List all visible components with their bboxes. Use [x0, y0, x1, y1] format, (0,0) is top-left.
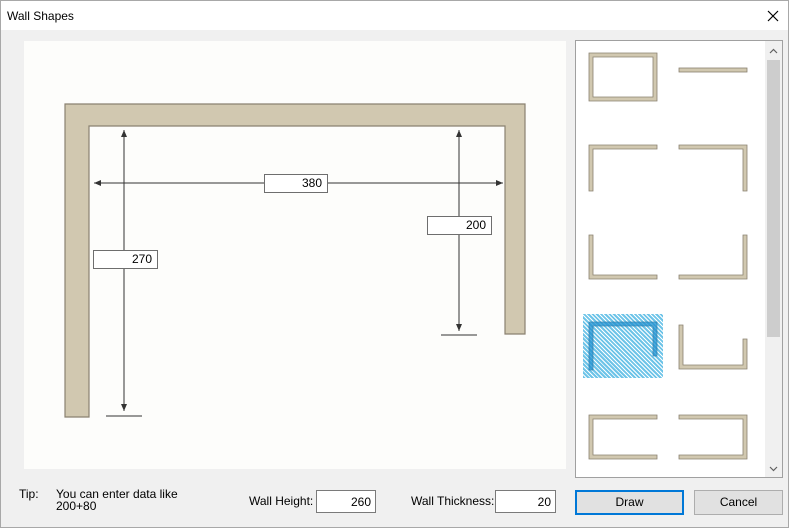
wall-thickness-label: Wall Thickness:	[411, 494, 495, 508]
chevron-up-icon	[769, 48, 778, 53]
shape-corner-bottom-left[interactable]	[586, 231, 658, 283]
shape-palette-scrollbar[interactable]	[765, 41, 782, 477]
scroll-up-button[interactable]	[765, 42, 782, 59]
close-button[interactable]	[758, 1, 788, 30]
window-title: Wall Shapes	[7, 9, 74, 23]
tip-label: Tip:	[19, 487, 39, 501]
shape-u-open-right[interactable]	[586, 411, 658, 463]
right-height-dimension-value[interactable]: 200	[427, 216, 492, 235]
shape-u-open-bottom-selected[interactable]	[583, 314, 663, 378]
shape-corner-top-left[interactable]	[586, 141, 658, 193]
wall-thickness-input[interactable]	[495, 490, 556, 513]
wall-shape	[64, 103, 526, 418]
width-dimension-value[interactable]: 380	[264, 174, 328, 193]
cancel-button[interactable]: Cancel	[694, 490, 783, 515]
left-height-dimension-value[interactable]: 270	[93, 250, 158, 269]
shape-straight-wall[interactable]	[676, 51, 748, 103]
close-icon	[767, 10, 779, 21]
tip-text-line2: 200+80	[56, 499, 97, 513]
shape-corner-bottom-right[interactable]	[676, 231, 748, 283]
wall-height-input[interactable]	[316, 490, 376, 513]
draw-button[interactable]: Draw	[575, 490, 684, 515]
scroll-down-button[interactable]	[765, 460, 782, 477]
title-bar: Wall Shapes	[1, 1, 788, 30]
shape-palette	[575, 40, 783, 478]
shape-preview-canvas: 380 270 200	[24, 41, 566, 469]
scroll-thumb[interactable]	[767, 60, 780, 337]
shape-u-open-left[interactable]	[676, 411, 748, 463]
wall-height-label: Wall Height:	[249, 494, 314, 508]
chevron-down-icon	[769, 466, 778, 471]
shape-u-open-top[interactable]	[676, 321, 748, 373]
tip-text-line1: You can enter data like	[56, 487, 178, 501]
shape-corner-top-right[interactable]	[676, 141, 748, 193]
shape-rectangle-closed[interactable]	[586, 51, 658, 103]
